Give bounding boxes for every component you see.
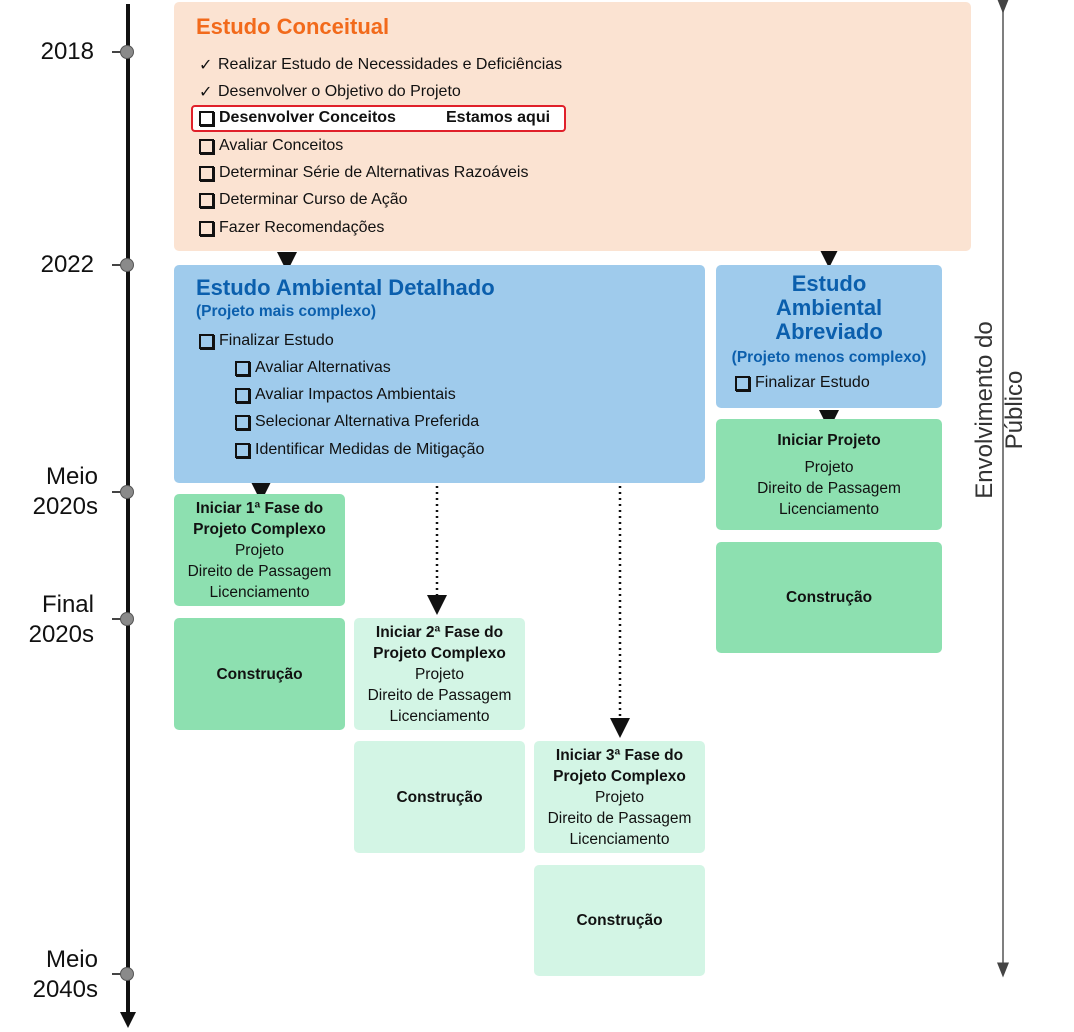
timeline-dot [120,967,134,981]
checkbox-icon [235,414,250,430]
timeline-label-2022: 2022 [40,251,94,278]
abbreviated-study-title: Estudo Ambiental Abreviado [775,271,883,344]
timeline-dot [120,45,134,59]
conceptual-item-current: Desenvolver Conceitos [199,109,396,127]
public-involvement-label: Envolvimento do Público [971,321,1028,499]
current-stage-highlight [191,105,566,132]
detailed-subitem: Identificar Medidas de Mitigação [235,441,484,459]
detailed-subitem: Selecionar Alternativa Preferida [235,413,479,431]
detailed-study-subtitle: (Projeto mais complexo) [196,303,377,320]
checkbox-icon [199,138,214,154]
abbreviated-study-subtitle: (Projeto menos complexo) [731,349,927,366]
timeline-label-2018: 2018 [40,38,94,65]
checkbox-icon [199,333,214,349]
checkbox-icon [235,360,250,376]
construction-box: Construção [354,741,525,853]
construction-box: Construção [174,618,345,730]
checkbox-icon [199,192,214,208]
check-icon: ✓ [199,84,213,101]
phase1-box: Iniciar 1ª Fase do Projeto Complexo Proj… [174,494,345,606]
detailed-study-box [174,265,705,483]
checkbox-icon [235,387,250,403]
checkbox-icon [735,375,750,391]
timeline-label-late-2020s: Final 2020s [28,591,94,648]
conceptual-item: Fazer Recomendações [199,219,384,237]
start-project-box: Iniciar Projeto Projeto Direito de Passa… [716,419,942,530]
detailed-subitem: Avaliar Impactos Ambientais [235,386,456,404]
construction-box: Construção [534,865,705,976]
timeline-label-mid-2020s: Meio 2020s [32,463,98,520]
conceptual-item: Determinar Curso de Ação [199,191,408,209]
detailed-study-title: Estudo Ambiental Detalhado [196,275,495,300]
detailed-subitem: Avaliar Alternativas [235,359,391,377]
timeline-dot [120,258,134,272]
phase2-box: Iniciar 2ª Fase do Projeto Complexo Proj… [354,618,525,730]
conceptual-study-title: Estudo Conceitual [196,14,390,39]
checkbox-icon [199,220,214,236]
check-icon: ✓ [199,57,213,74]
conceptual-item: ✓Realizar Estudo de Necessidades e Defic… [199,56,563,74]
abbreviated-item: Finalizar Estudo [735,374,870,392]
checkbox-icon [199,165,214,181]
conceptual-item: ✓Desenvolver o Objetivo do Projeto [199,83,461,101]
conceptual-item: Avaliar Conceitos [199,137,343,155]
timeline-dot [120,485,134,499]
abbreviated-study-box [716,265,942,408]
timeline-arrowhead [120,1012,136,1028]
checkbox-icon [235,442,250,458]
detailed-item: Finalizar Estudo [199,332,334,350]
conceptual-item: Determinar Série de Alternativas Razoáve… [199,164,528,182]
construction-box: Construção [716,542,942,653]
phase3-box: Iniciar 3ª Fase do Projeto Complexo Proj… [534,741,705,853]
timeline-dot [120,612,134,626]
current-stage-marker: Estamos aqui [446,109,551,126]
timeline-label-mid-2040s: Meio 2040s [32,946,98,1003]
checkbox-icon [199,110,214,126]
